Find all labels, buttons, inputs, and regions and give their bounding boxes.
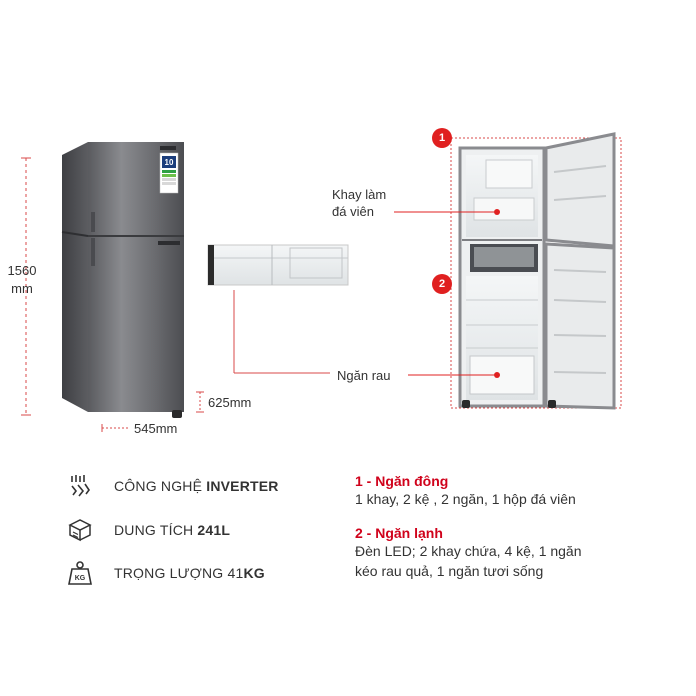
weight-kg-icon: KG — [68, 561, 92, 585]
capacity-box-icon — [68, 519, 92, 542]
feature-capacity: DUNG TÍCH 241L — [66, 516, 230, 544]
height-value: 1560 — [7, 263, 37, 278]
callout-lines — [394, 209, 500, 378]
fridge-closed: 10 — [61, 142, 184, 418]
feature-weight: KG TRỌNG LƯỢNG 41KG — [66, 559, 265, 587]
height-unit: mm — [11, 281, 33, 296]
clearance-label: 625mm — [208, 395, 252, 410]
feature-weight-text: TRỌNG LƯỢNG 41KG — [114, 565, 265, 581]
width-label: 545mm — [134, 421, 178, 436]
veg-drawer-detail — [207, 244, 349, 374]
feature-capacity-text: DUNG TÍCH 241L — [114, 522, 231, 538]
clearance-dimension — [196, 391, 204, 413]
ice-tray-line2: đá viên — [332, 204, 374, 219]
fridge-open — [450, 132, 622, 410]
inverter-chip-icon — [71, 475, 90, 497]
ice-tray-line1: Khay làm — [332, 187, 387, 202]
spec-freezer-line1: 1 khay, 2 kệ , 2 ngăn, 1 hộp đá viên — [355, 491, 576, 507]
spec-freezer: 1 - Ngăn đông 1 khay, 2 kệ , 2 ngăn, 1 h… — [355, 473, 576, 509]
feature-inverter: CÔNG NGHỆ INVERTER — [66, 472, 279, 500]
spec-freezer-title: 1 - Ngăn đông — [355, 473, 449, 489]
fridge-badge: 2 — [432, 274, 452, 294]
spec-fridge-line1: Đèn LED; 2 khay chứa, 4 kệ, 1 ngăn — [355, 543, 582, 559]
veg-drawer-callout: Ngăn rau — [337, 368, 391, 383]
height-label: 1560 mm — [4, 262, 40, 298]
weight-icon-kg: KG — [75, 575, 86, 582]
energy-label-number: 10 — [165, 158, 174, 167]
freezer-badge: 1 — [432, 128, 452, 148]
height-dimension — [21, 157, 31, 416]
spec-fridge-title: 2 - Ngăn lạnh — [355, 525, 443, 541]
ice-tray-callout: Khay làm đá viên — [332, 186, 386, 220]
feature-inverter-text: CÔNG NGHỆ INVERTER — [114, 478, 279, 494]
width-dimension — [101, 424, 130, 432]
spec-fridge: 2 - Ngăn lạnh Đèn LED; 2 khay chứa, 4 kệ… — [355, 525, 582, 581]
spec-fridge-line2: kéo rau quả, 1 ngăn tươi sống — [355, 563, 544, 579]
